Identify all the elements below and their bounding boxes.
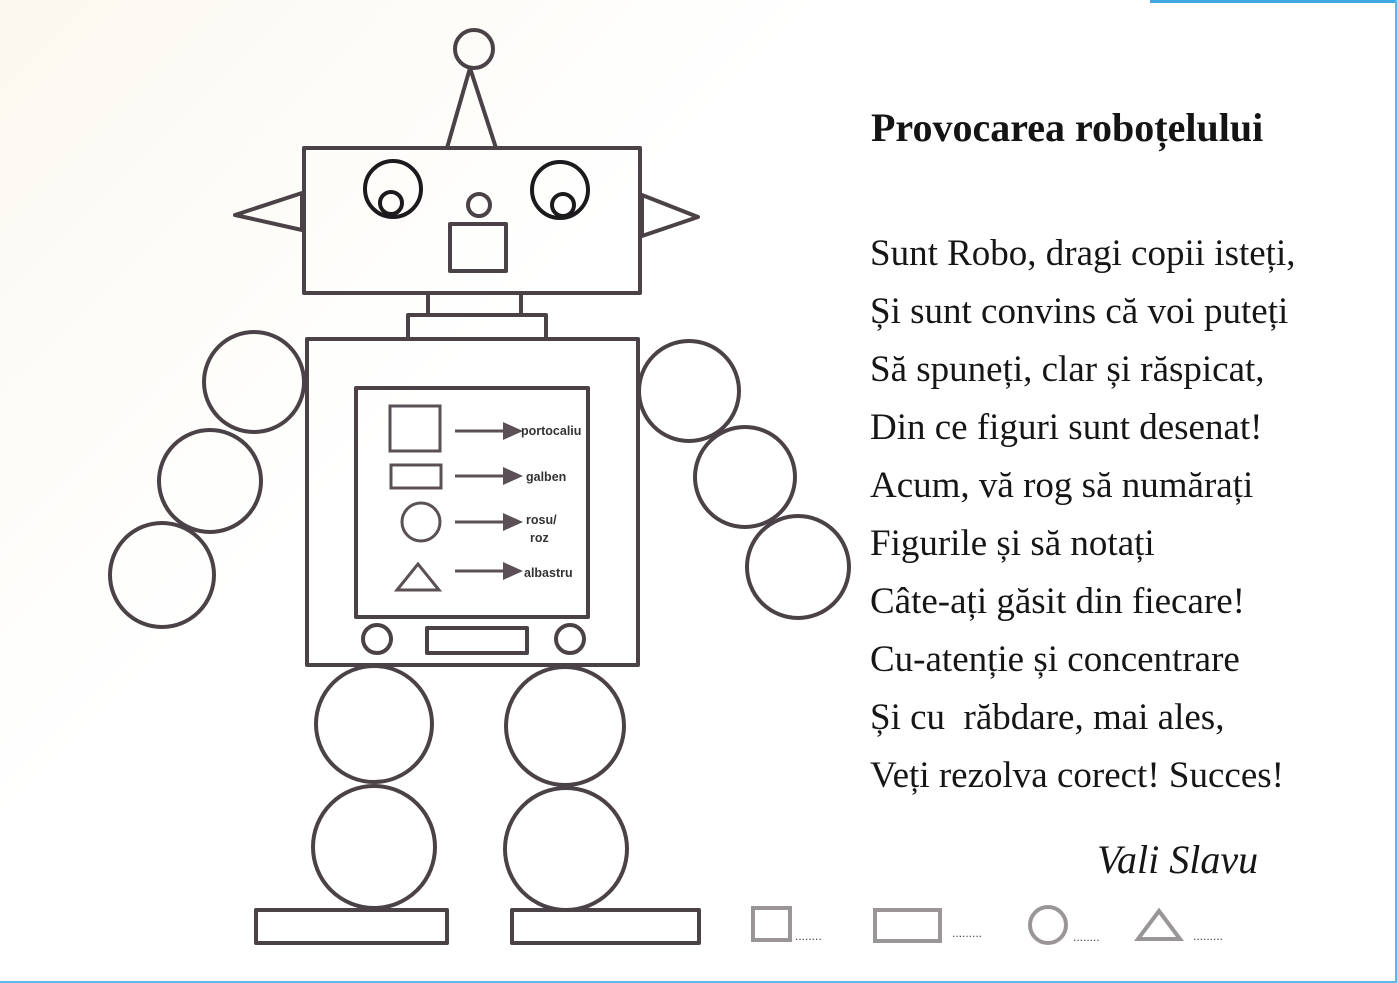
- counter-square-blank[interactable]: ........: [795, 929, 822, 943]
- left-pupil: [378, 190, 404, 216]
- right-leg-circle-2: [503, 786, 629, 912]
- legend-label-yellow: galben: [526, 470, 566, 484]
- body-slot-rectangle: [425, 626, 529, 655]
- legend-arrowhead-3: [503, 513, 523, 531]
- antenna-triangle: [445, 66, 498, 149]
- poem-line: Sunt Robo, dragi copii isteți,: [870, 233, 1296, 274]
- legend-arrowhead-4: [503, 562, 523, 580]
- antenna-ball: [453, 28, 495, 70]
- mouth-square: [448, 222, 508, 273]
- poem-line: Cu-atenție și concentrare: [870, 639, 1240, 680]
- counter-triangle-blank[interactable]: .........: [1193, 929, 1223, 943]
- left-leg-circle-2: [311, 784, 437, 910]
- poem-line: Câte-ați găsit din fiecare!: [870, 581, 1245, 622]
- nose-circle: [466, 192, 492, 218]
- legend-circle-icon: [400, 501, 442, 543]
- right-pupil: [550, 192, 576, 218]
- legend-arrowhead-2: [503, 467, 523, 485]
- legend-arrowhead-1: [503, 422, 523, 440]
- body-button-left: [361, 623, 393, 655]
- poem-line: Acum, vă rog să numărați: [870, 465, 1254, 506]
- legend-panel: [354, 386, 590, 619]
- page-edge-right: [1395, 0, 1397, 983]
- page-edge-top: [1150, 0, 1397, 3]
- right-arm-circle-2: [693, 425, 797, 529]
- legend-square-icon: [388, 404, 442, 453]
- counter-rectangle-blank[interactable]: .........: [952, 926, 982, 940]
- right-leg-circle-1: [504, 665, 626, 787]
- poem-line: Și sunt convins că voi puteți: [870, 291, 1289, 332]
- counter-circle-icon: [1028, 905, 1068, 945]
- legend-triangle-icon: [393, 561, 443, 592]
- legend-label-red: rosu/: [526, 513, 557, 527]
- right-arm-circle-1: [637, 339, 741, 443]
- right-arm-circle-3: [745, 514, 851, 620]
- right-eye: [530, 160, 590, 220]
- legend-rectangle-icon: [389, 463, 443, 490]
- left-foot-rectangle: [254, 908, 449, 945]
- counter-triangle-icon: [1134, 907, 1184, 941]
- body-button-right: [554, 623, 586, 655]
- legend-label-blue: albastru: [524, 566, 573, 580]
- poem-line: Figurile și să notați: [870, 523, 1155, 564]
- poem-line: Să spuneți, clar și răspicat,: [870, 349, 1265, 390]
- legend-label-pink: roz: [530, 531, 549, 545]
- left-arm-circle-1: [202, 330, 306, 434]
- neck-rectangle: [426, 291, 523, 317]
- right-ear-triangle: [640, 193, 700, 238]
- poem-line: Veți rezolva corect! Succes!: [870, 755, 1284, 796]
- left-eye: [363, 159, 423, 219]
- robot-body: [305, 337, 640, 667]
- counter-square-icon: [751, 906, 792, 942]
- left-arm-circle-3: [108, 521, 216, 629]
- right-foot-rectangle: [510, 908, 701, 945]
- poem: Sunt Robo, dragi copii isteți, Și sunt c…: [870, 225, 1295, 805]
- counter-rectangle-icon: [873, 908, 942, 943]
- poem-title: Provocarea roboțelului: [871, 105, 1264, 150]
- counter-circle-blank[interactable]: ........: [1073, 930, 1100, 944]
- left-leg-circle-1: [314, 664, 434, 784]
- legend-label-orange: portocaliu: [521, 424, 581, 438]
- page-edge-bottom: [0, 981, 1397, 983]
- collar-rectangle: [406, 313, 548, 341]
- author-signature: Vali Slavu: [1097, 837, 1259, 882]
- left-ear-triangle: [233, 191, 304, 232]
- poem-line: Din ce figuri sunt desenat!: [870, 407, 1263, 448]
- poem-line: Și cu răbdare, mai ales,: [870, 697, 1225, 738]
- left-arm-circle-2: [157, 428, 263, 534]
